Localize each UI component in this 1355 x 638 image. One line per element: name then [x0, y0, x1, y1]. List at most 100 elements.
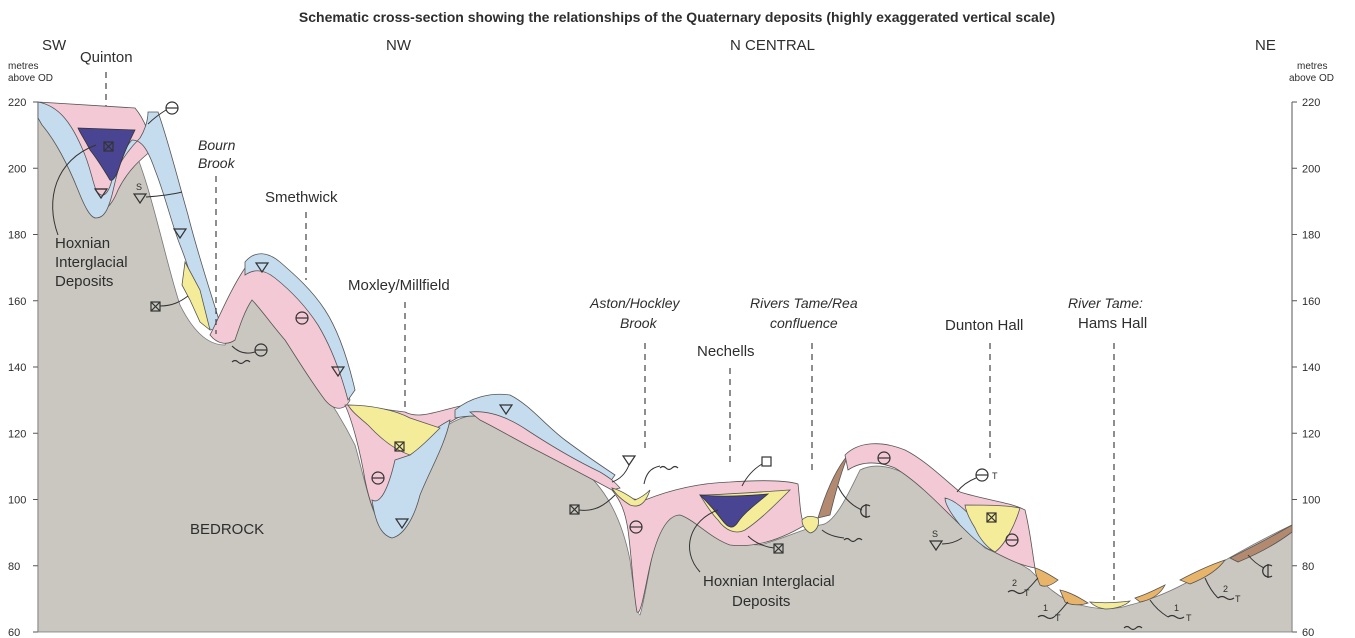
axis-tick-label-left: 140 [8, 362, 26, 374]
hoxnian-center-leader [689, 509, 719, 573]
axis-tick-label-right: 80 [1302, 561, 1314, 573]
smethwick-blue-deposit [244, 253, 356, 401]
triangle-icon [132, 191, 183, 205]
axis-tick-label-right: 120 [1302, 428, 1320, 440]
nechells-dark-blue-deposit [698, 493, 770, 528]
moxley-ridge-pink-deposit [468, 411, 621, 491]
direction-nw: NW [386, 37, 412, 54]
bourn-brook-yellow-deposit [181, 260, 211, 332]
triangle-icon [498, 404, 514, 416]
shell-icon [1247, 554, 1273, 578]
axis-unit-left-line2: above OD [8, 73, 53, 84]
hoxnian-left-leader [52, 144, 97, 236]
bedrock-area [37, 117, 1293, 633]
terrace-letter-t-2r: T [1235, 594, 1241, 604]
terrace-2-left-deposit [1034, 567, 1059, 587]
dunton-yellow-deposit [964, 504, 1021, 553]
axis-tick-label-left: 180 [8, 230, 26, 242]
terrace-2-icon [1007, 577, 1039, 595]
label-hoxnian-left-line2: Interglacial [55, 254, 128, 271]
axis-tick-label-left: 100 [8, 495, 26, 507]
wavy-line-icon [643, 465, 679, 485]
circle-bar-icon [231, 343, 268, 357]
label-moxley: Moxley/Millfield [348, 277, 450, 294]
axis-tick-label-left: 120 [8, 428, 26, 440]
boxed-cross-icon [150, 295, 189, 312]
direction-sw: SW [42, 37, 67, 54]
terrace-letter-t-1r: T [1186, 613, 1192, 623]
axis-tick-label-left: 80 [8, 561, 20, 573]
label-hams-hall-line1: River Tame: [1068, 295, 1143, 311]
triangle-icon [93, 188, 109, 200]
shell-icon [837, 485, 871, 518]
circle-bar-icon [295, 311, 309, 325]
triangle-icon [928, 537, 963, 552]
axis-unit-right-line1: metres [1297, 61, 1328, 72]
circle-bar-icon [877, 451, 891, 465]
axis-tick-label-left: 200 [8, 163, 26, 175]
terrace-letter-t-2l: T [1024, 588, 1030, 598]
axis-tick-label-right: 160 [1302, 296, 1320, 308]
moxley-yellow-deposit [347, 404, 441, 456]
axis-tick-label-right: 100 [1302, 495, 1320, 507]
boxed-cross-icon [394, 441, 405, 452]
label-bourn-line1: Bourn [198, 137, 236, 153]
symbol-letter-t: T [992, 471, 998, 481]
triangle-icon [394, 518, 410, 530]
axis-tick-label-left: 60 [8, 627, 20, 638]
triangle-icon [330, 366, 346, 378]
aston-yellow-deposit [611, 487, 651, 507]
axis-tick-label-left: 220 [8, 97, 26, 109]
axis-unit-right-line2: above OD [1289, 73, 1334, 84]
wavy-line-icon [1123, 625, 1143, 631]
label-tame-rea-line1: Rivers Tame/Rea [750, 295, 858, 311]
circle-bar-icon [1005, 533, 1019, 547]
label-hoxnian-center-line2: Deposits [732, 593, 790, 610]
triangle-icon [611, 455, 637, 483]
label-bedrock: BEDROCK [190, 521, 264, 538]
axis-tick-label-right: 140 [1302, 362, 1320, 374]
ne-brown-deposit [1229, 524, 1293, 563]
boxed-cross-icon [986, 512, 997, 523]
boxed-cross-icon [569, 494, 616, 515]
label-aston-line1: Aston/Hockley [589, 295, 680, 311]
symbol-letter-s-2: S [932, 529, 938, 539]
terrace-1-icon [1149, 599, 1185, 620]
terrace-1-right-deposit [1134, 584, 1166, 603]
boxed-cross-icon [747, 535, 784, 554]
symbol-letter-s: S [136, 182, 142, 192]
tame-rea-yellow-deposit [801, 515, 819, 534]
circle-bar-icon [371, 471, 385, 485]
label-aston-line2: Brook [620, 315, 658, 331]
triangle-icon [172, 228, 188, 240]
label-smethwick: Smethwick [265, 189, 338, 206]
terrace-1-icon [1037, 601, 1069, 620]
terrace-number-1-right: 1 [1174, 603, 1179, 613]
label-tame-rea-line2: confluence [770, 315, 838, 331]
circle-bar-icon [629, 520, 643, 534]
terrace-number-2-right: 2 [1223, 584, 1228, 594]
label-dunton-hall: Dunton Hall [945, 317, 1023, 334]
label-hoxnian-left-line3: Deposits [55, 273, 113, 290]
axis-tick-label-right: 60 [1302, 627, 1314, 638]
moxley-blue-deposit [371, 419, 451, 539]
axis-tick-label-left: 160 [8, 296, 26, 308]
label-hoxnian-center-line1: Hoxnian Interglacial [703, 573, 835, 590]
triangle-icon [254, 262, 270, 274]
terrace-2-right-deposit [1179, 559, 1227, 585]
direction-n-central: N CENTRAL [730, 37, 815, 54]
terrace-2-icon [1204, 577, 1235, 601]
diagram-title: Schematic cross-section showing the rela… [299, 9, 1055, 25]
wavy-line-icon [231, 359, 251, 365]
axis-tick-label-right: 200 [1302, 163, 1320, 175]
label-quinton: Quinton [80, 49, 133, 66]
terrace-number-2-left: 2 [1012, 578, 1017, 588]
label-bourn-line2: Brook [198, 155, 236, 171]
boxed-cross-icon [103, 141, 114, 152]
axis-tick-label-right: 180 [1302, 230, 1320, 242]
label-nechells: Nechells [697, 343, 755, 360]
label-hams-hall-line2: Hams Hall [1078, 315, 1147, 332]
